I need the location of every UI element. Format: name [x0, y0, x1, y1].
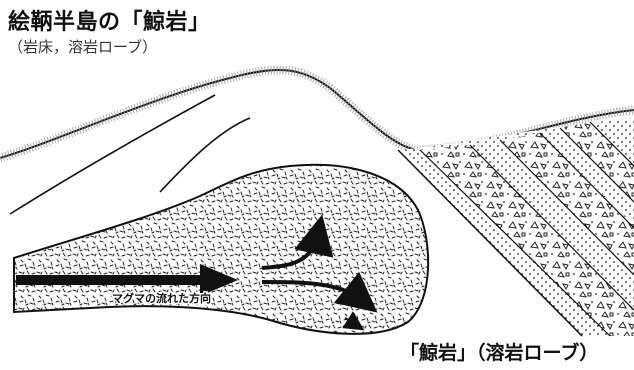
page-title: 絵鞆半島の「鯨岩」	[8, 4, 211, 36]
flow-label: マグマの流れた方向	[112, 291, 211, 305]
callout-label: 「鯨岩」（溶岩ローブ）	[400, 338, 598, 365]
bedding-line	[10, 95, 215, 214]
lava-lobe	[14, 165, 428, 334]
inclined-layers	[390, 110, 634, 340]
page-subtitle: （岩床，溶岩ローブ）	[8, 36, 157, 57]
